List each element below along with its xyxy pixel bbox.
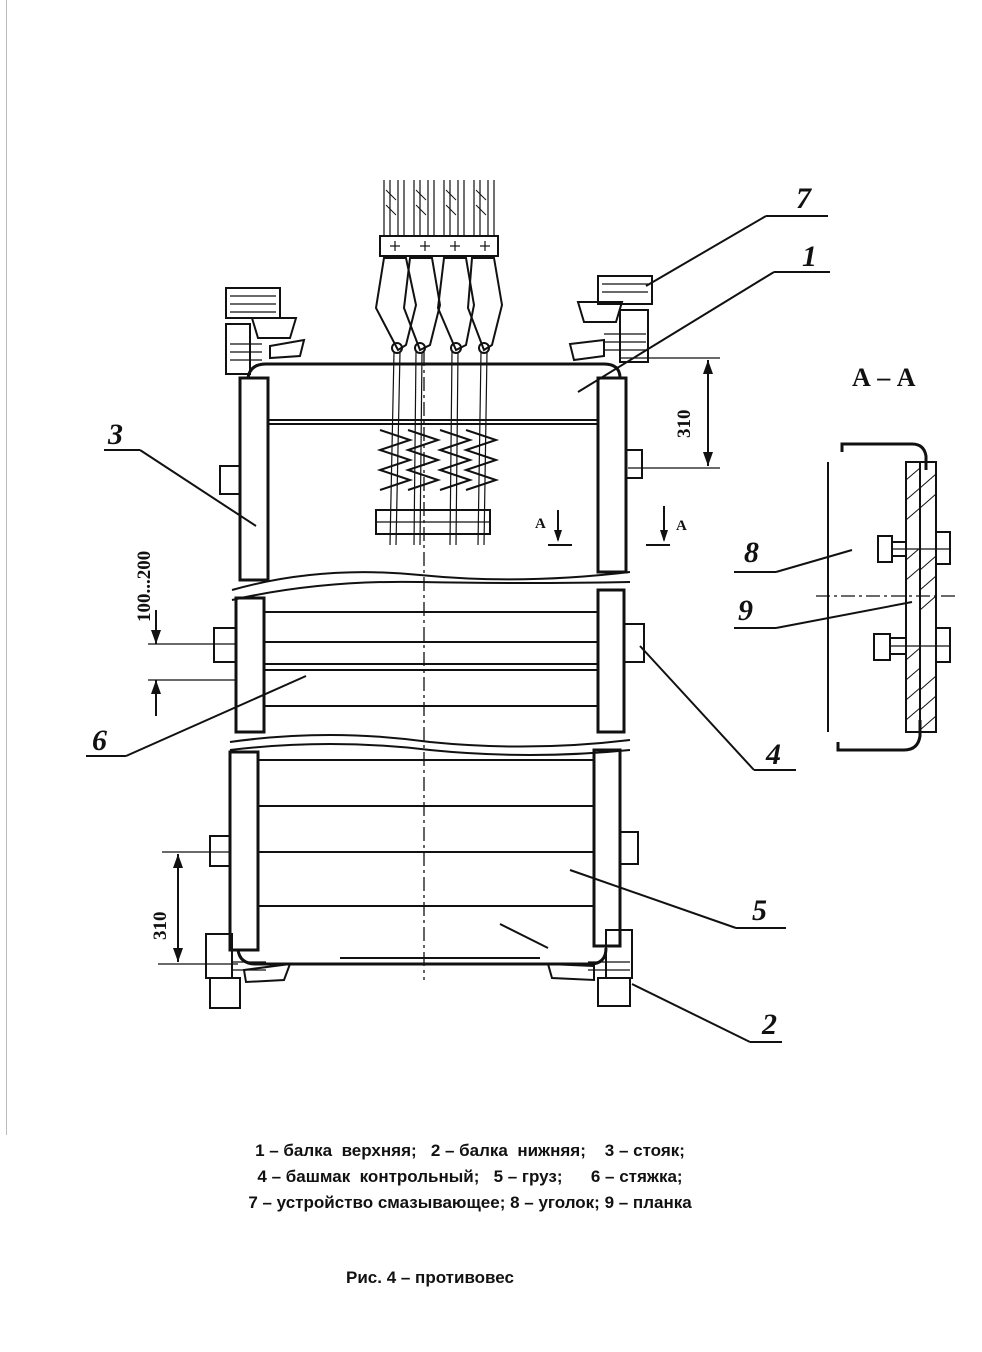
callout-3: 3: [104, 418, 257, 527]
section-cut-marks: А А: [535, 506, 687, 546]
legend-line-1: 1 – балка верхняя; 2 – балка нижняя; 3 –…: [255, 1141, 685, 1160]
callout-5: 5: [569, 869, 786, 929]
bottom-shoe-right: [546, 929, 633, 1007]
callout-4: 4: [639, 645, 796, 771]
dimension-bottom-310: 310: [150, 851, 238, 965]
section-title: А – А: [852, 363, 916, 392]
rope-suspension: [374, 180, 504, 546]
callout-label-6: 6: [92, 724, 107, 757]
bottom-shoe-left: [205, 933, 292, 1009]
dimension-top-310: 310: [620, 357, 720, 469]
callout-label-9: 9: [738, 594, 753, 627]
dimension-label-top: 310: [674, 410, 695, 439]
section-a-a: А – А: [816, 363, 958, 752]
section-mark-right: А: [676, 518, 687, 534]
lubricator-right: [568, 275, 653, 363]
counterweight-frame: [209, 352, 645, 980]
legend-line-3: 7 – устройство смазывающее; 8 – уголок; …: [248, 1193, 692, 1212]
callout-7: 7: [645, 182, 828, 287]
dimension-label-bottom: 310: [150, 912, 171, 941]
callout-label-1: 1: [802, 240, 817, 273]
callout-2: 2: [499, 923, 782, 1043]
page-edge-line: [6, 0, 7, 1135]
callout-label-5: 5: [752, 894, 767, 927]
callout-9: 9: [734, 594, 913, 629]
callout-label-7: 7: [796, 182, 812, 215]
callout-label-8: 8: [744, 536, 759, 569]
callout-label-3: 3: [107, 418, 123, 451]
dimension-label-range: 100...200: [134, 551, 155, 622]
callout-1: 1: [577, 240, 830, 393]
legend-line-2: 4 – башмак контрольный; 5 – груз; 6 – ст…: [257, 1167, 683, 1186]
legend: 1 – балка верхняя; 2 – балка нижняя; 3 –…: [160, 1138, 780, 1216]
callout-label-2: 2: [761, 1008, 777, 1041]
section-mark-left: А: [535, 516, 546, 532]
lubricator-left: [225, 287, 306, 375]
figure-caption: Рис. 4 – противовес: [346, 1268, 514, 1287]
callout-label-4: 4: [765, 738, 781, 771]
section-bolt-upper: [877, 531, 951, 565]
dimension-range: 100...200: [134, 551, 236, 716]
callout-8: 8: [734, 536, 853, 573]
section-bolt-lower: [873, 627, 951, 663]
callout-6: 6: [86, 675, 307, 757]
